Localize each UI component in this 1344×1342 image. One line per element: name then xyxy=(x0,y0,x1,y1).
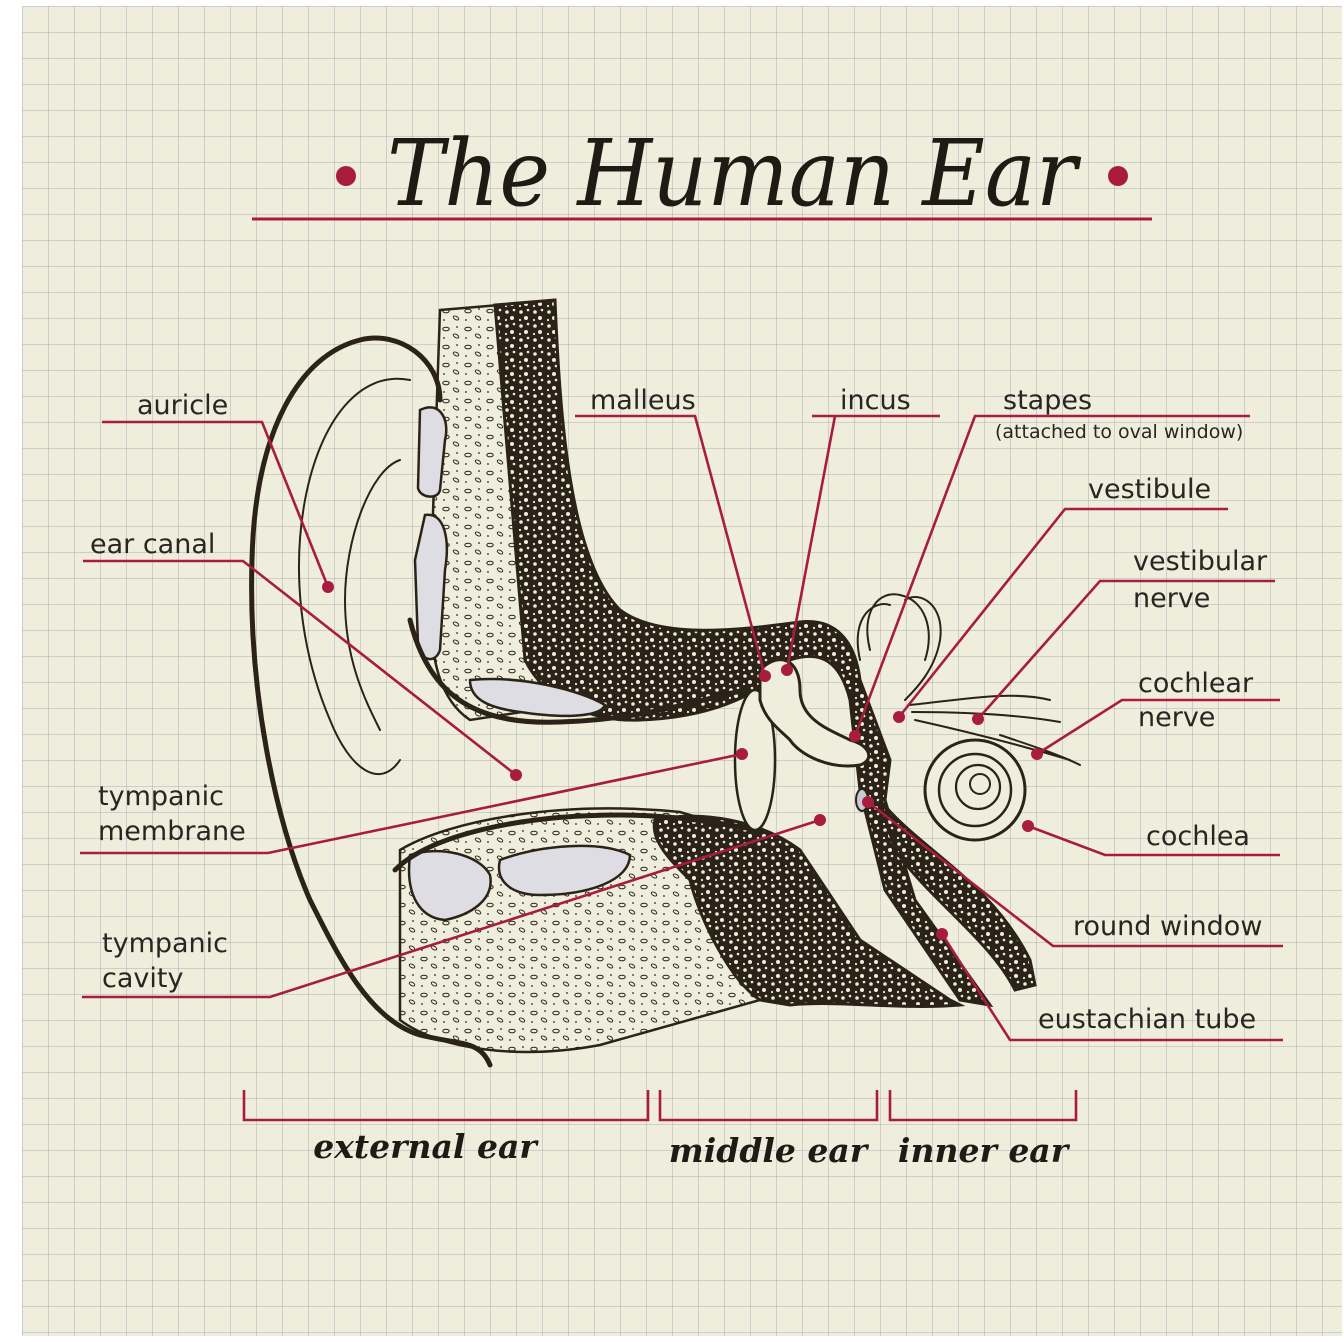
bracket-external-ear xyxy=(244,1090,648,1120)
label-vestibule: vestibule xyxy=(1088,474,1211,505)
label-vestibular-nerve-line1: vestibular xyxy=(1133,546,1268,577)
label-stapes: stapes xyxy=(1003,385,1092,416)
label-tympanic-membrane-line1: tympanic xyxy=(98,781,224,812)
section-label-external-ear: external ear xyxy=(313,1127,539,1166)
title-right-bullet xyxy=(1108,166,1128,186)
dot-incus xyxy=(781,664,793,676)
label-incus: incus xyxy=(840,385,911,416)
dot-stapes xyxy=(849,730,861,742)
cochlea-spiral xyxy=(925,740,1025,840)
dot-cochlea xyxy=(1022,820,1034,832)
dot-vestibule xyxy=(893,711,905,723)
dot-auricle xyxy=(322,581,334,593)
bracket-middle-ear xyxy=(660,1090,877,1120)
cartilage-2 xyxy=(415,515,447,659)
dot-cochlear-nerve xyxy=(1031,748,1043,760)
title-left-bullet xyxy=(336,166,356,186)
label-cochlea: cochlea xyxy=(1146,821,1250,852)
label-tympanic-cavity-line2: cavity xyxy=(102,963,183,994)
dot-tympanic-cavity xyxy=(814,814,826,826)
section-brackets: external ear middle ear inner ear xyxy=(244,1090,1076,1170)
semicircular-canals xyxy=(858,594,941,700)
label-tympanic-cavity-line1: tympanic xyxy=(102,928,228,959)
label-auricle: auricle xyxy=(137,390,228,421)
label-stapes-note: (attached to oval window) xyxy=(995,421,1243,443)
label-vestibular-nerve-line2: nerve xyxy=(1133,583,1210,614)
label-malleus: malleus xyxy=(590,385,696,416)
label-tympanic-membrane-line2: membrane xyxy=(98,816,246,847)
label-eustachian-tube: eustachian tube xyxy=(1038,1004,1256,1035)
bracket-inner-ear xyxy=(890,1090,1076,1120)
section-label-middle-ear: middle ear xyxy=(669,1131,870,1170)
antihelix xyxy=(345,460,400,730)
label-round-window: round window xyxy=(1073,911,1262,942)
label-cochlear-nerve-line2: nerve xyxy=(1138,702,1215,733)
label-ear-canal: ear canal xyxy=(90,529,215,560)
dot-tympanic-membrane xyxy=(736,748,748,760)
dot-eustachian-tube xyxy=(936,928,948,940)
auricle-inner-fold xyxy=(299,379,410,774)
page-title: The Human Ear xyxy=(387,120,1082,227)
title-group: The Human Ear xyxy=(252,120,1152,227)
dot-malleus xyxy=(759,670,771,682)
dot-vestibular-nerve xyxy=(972,713,984,725)
dot-ear-canal xyxy=(510,769,522,781)
label-cochlear-nerve-line1: cochlear xyxy=(1138,668,1254,699)
dot-round-window xyxy=(862,796,874,808)
section-label-inner-ear: inner ear xyxy=(898,1131,1071,1170)
